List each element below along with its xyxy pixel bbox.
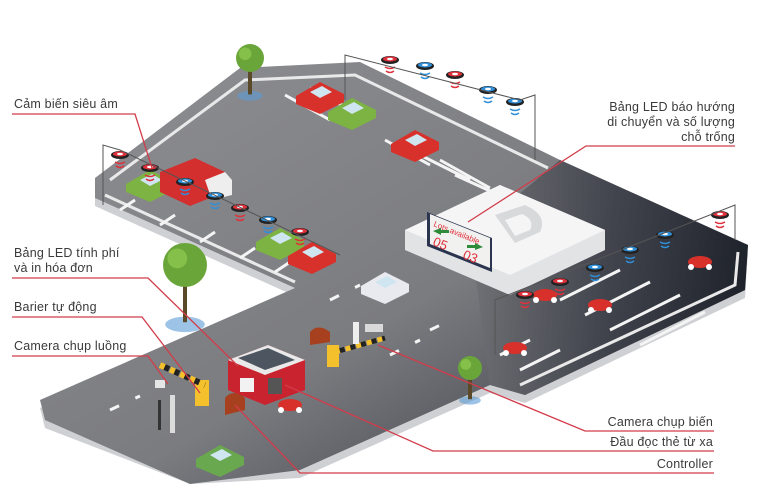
- barrier-entry: [158, 362, 209, 406]
- barrier-exit: [327, 322, 386, 367]
- label-line: Bảng LED tính phí: [14, 246, 120, 260]
- label-line: di chuyển và số lượng: [607, 115, 735, 129]
- car: [196, 445, 244, 477]
- ultrasonic-sensor-icon: [516, 291, 534, 309]
- vehicles: [126, 82, 712, 477]
- label-line: chỗ trống: [681, 130, 735, 144]
- label-plate-camera: Camera chụp biến: [607, 415, 713, 429]
- arrow-left-icon: [433, 228, 449, 235]
- ultrasonic-sensor-icon: [381, 56, 399, 74]
- car: [296, 82, 344, 114]
- ultrasonic-sensor-icon: [111, 151, 129, 169]
- label-remote-card-reader: Đầu đọc thẻ từ xa: [610, 435, 713, 449]
- label-ultrasonic-sensor: Cảm biến siêu âm: [14, 97, 118, 111]
- label-lane-camera: Camera chụp luồng: [14, 339, 127, 353]
- car: [328, 98, 376, 130]
- scooter: [688, 256, 712, 270]
- car: [288, 242, 336, 274]
- car: [391, 130, 439, 162]
- ultrasonic-sensor-icon: [479, 86, 497, 104]
- toll-booth: [228, 345, 305, 405]
- tree: [458, 356, 482, 405]
- scooter: [533, 289, 557, 303]
- scooter: [588, 299, 612, 313]
- arrow-right-icon: [467, 243, 483, 250]
- ultrasonic-sensor-icon: [446, 71, 464, 89]
- scooter: [503, 342, 527, 356]
- tree: [163, 243, 207, 333]
- trees: [163, 44, 482, 405]
- parking-info-island: [405, 185, 605, 295]
- led-board-left-count: 05: [431, 234, 450, 253]
- tree: [236, 44, 264, 101]
- label-line: và in hóa đơn: [14, 261, 93, 275]
- car: [256, 228, 304, 260]
- ultrasonic-sensor-icon: [416, 62, 434, 80]
- sensor-cables: [102, 54, 736, 355]
- label-led-direction-board: Bảng LED báo hướng di chuyển và số lượng…: [607, 100, 735, 145]
- scooter: [278, 399, 302, 413]
- ultrasonic-sensor-icon: [586, 264, 604, 282]
- ultrasonic-sensor-icon: [506, 98, 524, 116]
- label-controller: Controller: [656, 457, 713, 471]
- ultrasonic-sensor-icon: [656, 231, 674, 249]
- ultrasonic-sensor-icon: [551, 278, 569, 296]
- led-board-right-count: 03: [461, 247, 480, 266]
- label-led-fee-board: Bảng LED tính phí và in hóa đơn: [14, 246, 120, 276]
- car: [361, 272, 409, 304]
- label-auto-barrier: Barier tự động: [14, 300, 97, 314]
- lane-camera: [155, 380, 175, 433]
- ultrasonic-sensors: [111, 56, 729, 309]
- label-line: Bảng LED báo hướng: [609, 100, 735, 114]
- plate-camera-icon: [365, 324, 383, 332]
- leader-lines: [12, 113, 735, 474]
